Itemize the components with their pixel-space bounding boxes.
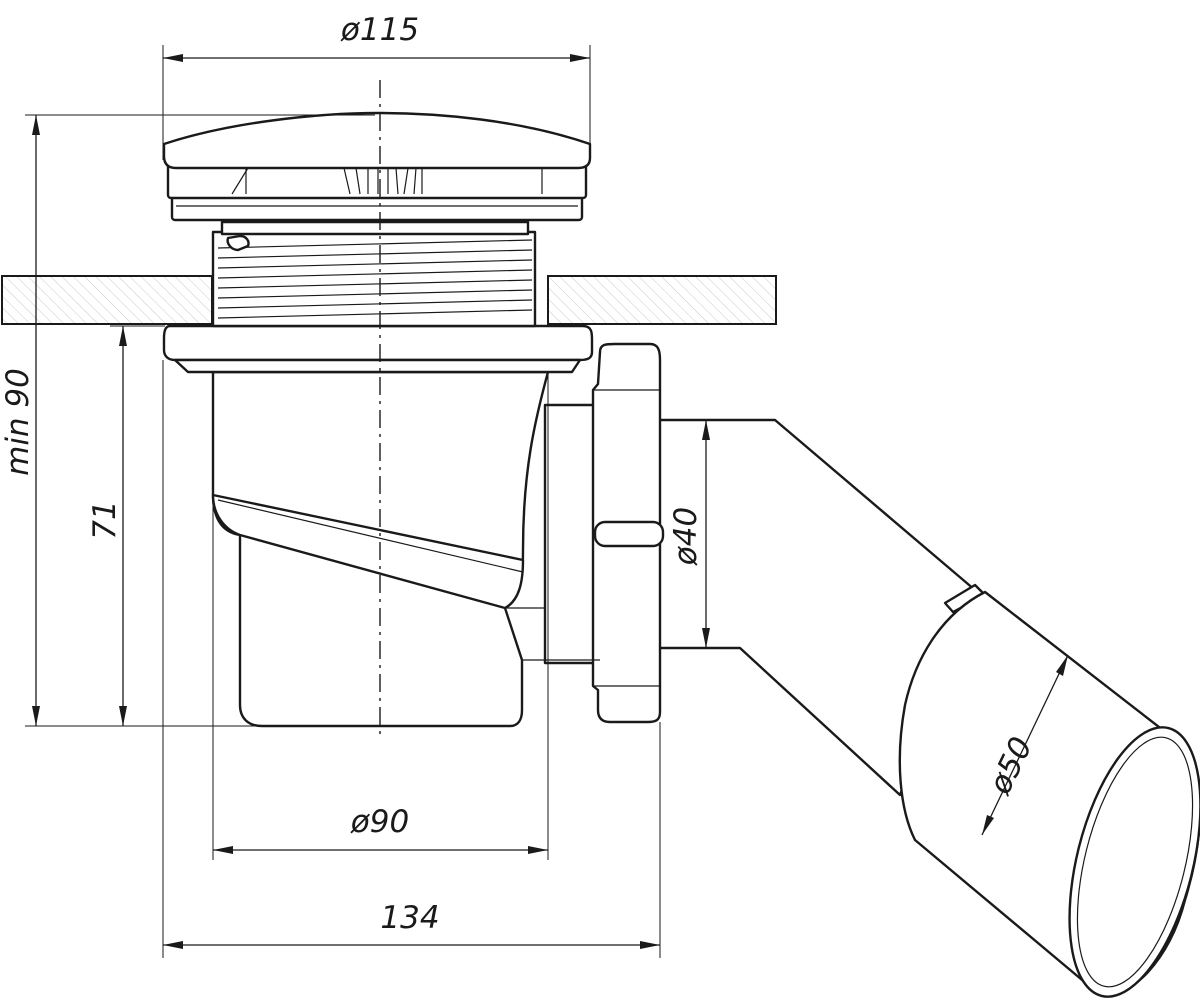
drain-cap [162,111,592,222]
dimension-label-min-height: min 90 [0,368,36,476]
dimension-label-top-diameter: ø115 [340,12,419,48]
dimension-label-overall-width: 134 [380,900,439,936]
dimension-min-height: min 90 [0,114,375,727]
dimension-outlet-diameter: ø40 [668,420,710,648]
dimension-body-height: 71 [87,325,165,726]
floor-slab [1,275,777,325]
dimension-body-diameter: ø90 [212,372,549,860]
dimension-overall-width: 134 [162,360,661,958]
outlet-pipe [655,418,1200,998]
trap-body [211,370,600,728]
dimension-top-diameter: ø115 [162,12,591,160]
outlet-nut [543,342,665,724]
dimension-label-body-height: 71 [87,500,123,539]
lower-flange [162,324,594,374]
floor-slab-left [1,275,213,325]
floor-slab-right [547,275,777,325]
threaded-neck [211,220,537,328]
dimension-label-outlet-diameter: ø40 [668,507,704,566]
dimension-label-body-diameter: ø90 [350,804,409,840]
